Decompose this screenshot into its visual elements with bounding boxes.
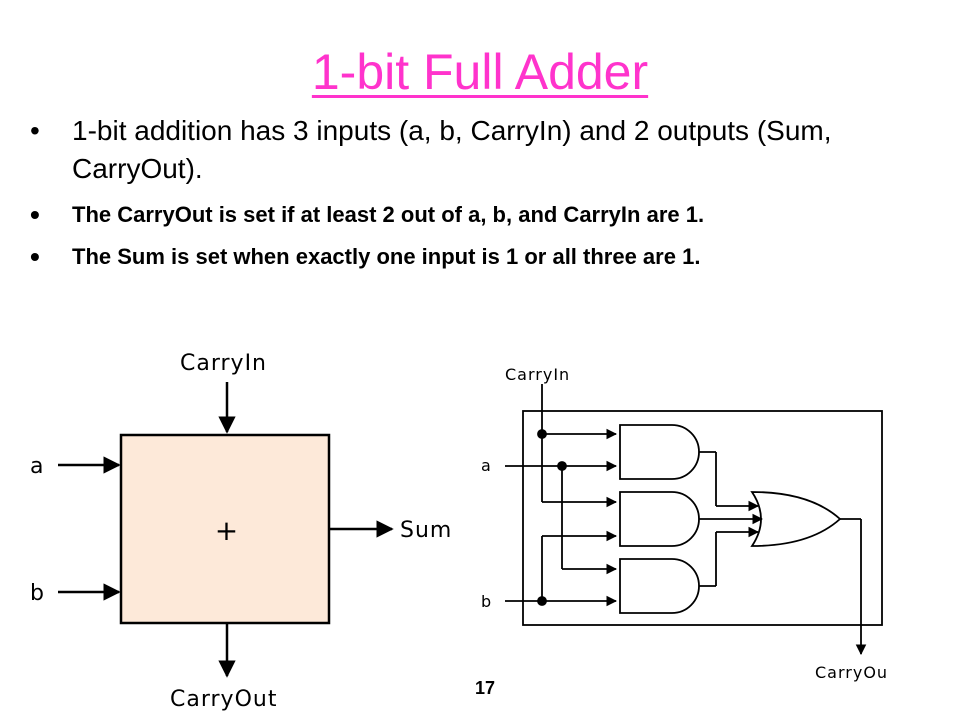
gate-carryin-label: CarryIn: [505, 365, 570, 384]
block-diagram: CarryIn a b + Sum CarryOut: [30, 351, 452, 712]
block-b-label: b: [30, 581, 45, 606]
and-gate-1: [619, 424, 700, 480]
bullet-item: The Sum is set when exactly one input is…: [30, 240, 910, 274]
and-gate-2: [619, 491, 700, 547]
block-carryin-label: CarryIn: [180, 351, 267, 376]
gate-b-label: b: [481, 592, 492, 611]
gate-carryout-label: CarryOu: [815, 663, 888, 682]
page-number: 17: [474, 678, 496, 698]
gate-a-label: a: [481, 456, 492, 475]
block-carryout-label: CarryOut: [170, 687, 277, 712]
or-gate: [750, 491, 842, 547]
bullet-list: 1-bit addition has 3 inputs (a, b, Carry…: [30, 112, 910, 282]
slide-title: 1-bit Full Adder: [0, 42, 960, 102]
block-sum-label: Sum: [400, 518, 452, 543]
gate-diagram: CarryIn a b CarryOu: [481, 365, 888, 682]
adder-operator: +: [215, 514, 239, 547]
gate-frame: [522, 410, 883, 626]
slide-title-text: 1-bit Full Adder: [311, 44, 649, 100]
bullet-item: 1-bit addition has 3 inputs (a, b, Carry…: [30, 112, 910, 188]
adder-box: [119, 433, 331, 625]
block-a-label: a: [30, 454, 44, 479]
bullet-item: The CarryOut is set if at least 2 out of…: [30, 198, 910, 232]
and-gate-3: [619, 558, 700, 614]
